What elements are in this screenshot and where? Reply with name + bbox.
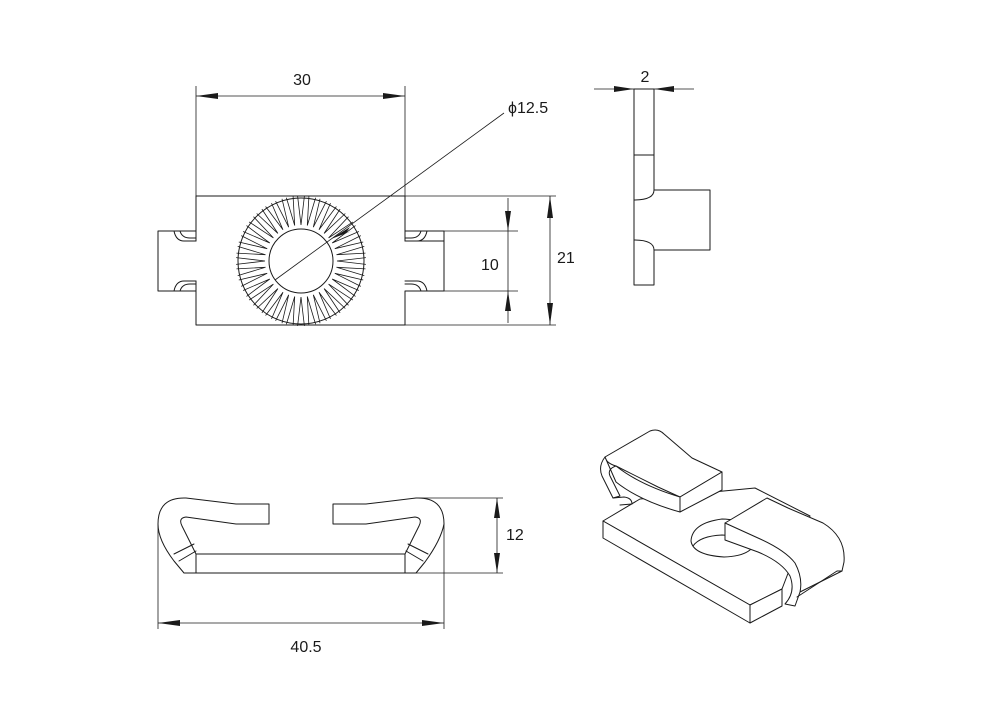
washer-tooth — [323, 288, 346, 314]
front-view-right-tab — [404, 230, 445, 242]
washer-tooth — [336, 266, 366, 276]
washer-tooth — [318, 291, 337, 320]
washer-tooth — [336, 257, 366, 265]
notch-right-bottom — [404, 280, 428, 292]
dimension-label-2: 2 — [641, 69, 650, 86]
arrow-10-bottom — [505, 291, 511, 311]
washer-tooth — [275, 294, 290, 324]
dimension-label-12: 12 — [506, 527, 524, 544]
notch-left-bottom — [173, 280, 197, 292]
washer-tooth — [286, 196, 296, 226]
washer-tooth — [242, 278, 271, 297]
top-view-bend-right-a — [407, 543, 429, 555]
arrow-2-right — [654, 86, 674, 92]
arrow-40-5-left — [158, 620, 180, 626]
washer-tooth — [248, 216, 274, 239]
arrow-30-right — [383, 93, 405, 99]
washer-tooth — [318, 202, 337, 231]
dimension-label-10: 10 — [481, 257, 499, 274]
washer-tooth — [312, 294, 327, 324]
washer-tooth — [334, 272, 364, 287]
washer-tooth — [238, 272, 268, 287]
top-view-bend-right-b — [405, 550, 424, 562]
washer-tooth — [328, 283, 354, 306]
washer-tooth — [236, 266, 266, 276]
arrow-12-bottom — [494, 553, 500, 573]
notch-left-top — [173, 230, 197, 242]
side-view-curl-top — [633, 189, 655, 201]
arrow-21-top — [547, 196, 553, 218]
top-view-bend-left-a — [173, 543, 195, 555]
notch-right-bottom-inner — [404, 283, 422, 292]
side-view: 2 — [594, 69, 711, 286]
side-view-curl-bottom — [633, 239, 655, 251]
iso-clip-right-front — [724, 522, 802, 607]
top-view-bend-left-b — [178, 550, 197, 562]
washer-tooth — [256, 208, 279, 234]
notch-left-top-inner — [179, 230, 197, 239]
washer-tooth — [265, 202, 284, 231]
top-view-outline — [157, 497, 445, 574]
washer-tooth — [297, 196, 305, 226]
arrow-21-bottom — [547, 303, 553, 325]
dimension-label-40-5: 40.5 — [290, 639, 321, 656]
arrow-12-top — [494, 498, 500, 518]
washer-tooth — [236, 257, 266, 265]
washer-tooth — [331, 225, 360, 244]
isometric-view — [600, 429, 845, 624]
arrow-30-left — [196, 93, 218, 99]
washer-tooth — [331, 278, 360, 297]
arrow-10-top — [505, 211, 511, 231]
dimension-label-30: 30 — [293, 72, 311, 89]
washer-tooth — [238, 235, 268, 250]
washer-tooth — [328, 216, 354, 239]
top-view: 12 40.5 — [157, 497, 524, 656]
notch-left-bottom-inner — [179, 283, 197, 292]
side-view-outline — [633, 88, 711, 286]
washer-tooth — [286, 296, 296, 326]
iso-clip-right-edge — [796, 570, 843, 598]
washer-tooth — [306, 196, 316, 226]
washer-tooth — [336, 246, 366, 256]
washer-tooth — [265, 291, 284, 320]
notch-right-top — [404, 230, 428, 242]
washer-tooth — [297, 296, 305, 326]
dimension-label-21: 21 — [557, 250, 575, 267]
iso-plate-right — [749, 588, 783, 624]
iso-clip-left-curl — [600, 456, 681, 513]
iso-clip-left-tip — [612, 496, 633, 506]
washer-tooth — [256, 288, 279, 314]
front-view: 30 ϕ12.5 10 21 — [157, 72, 575, 326]
arrow-40-5-right — [422, 620, 444, 626]
arrow-2-left — [614, 86, 634, 92]
washer-tooth — [248, 283, 274, 306]
washer-tooth — [334, 235, 364, 250]
dimension-label-diameter: ϕ12.5 — [508, 100, 548, 117]
diameter-leader — [274, 112, 505, 281]
washer-tooth — [312, 198, 327, 228]
washer-tooth — [306, 296, 316, 326]
washer-tooth — [236, 246, 266, 256]
washer-tooth — [242, 225, 271, 244]
washer-tooth — [275, 198, 290, 228]
notch-right-top-inner — [404, 230, 422, 239]
diameter-arrow — [331, 227, 352, 239]
washer-tooth — [323, 208, 346, 234]
